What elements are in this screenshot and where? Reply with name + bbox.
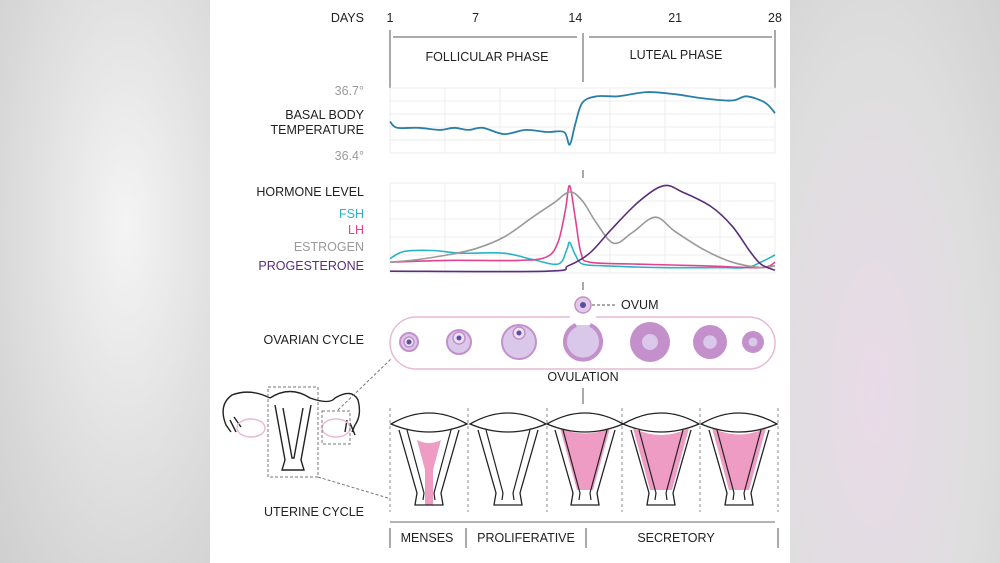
follicle-5 xyxy=(630,322,670,362)
progesterone-curve xyxy=(389,184,776,273)
uterus-fundus xyxy=(468,412,548,433)
day-tick-21: 21 xyxy=(668,11,682,25)
uterus-zoom-box xyxy=(267,386,319,478)
temp-label-line1: BASAL BODY xyxy=(285,108,364,122)
uterus-fundus xyxy=(621,412,701,433)
temperature-curve xyxy=(389,91,776,146)
menses-label: MENSES xyxy=(401,531,454,545)
uterus-cavity xyxy=(406,429,452,501)
left-ovary xyxy=(236,418,266,438)
day-tick-7: 7 xyxy=(472,11,479,25)
legend-estrogen: ESTROGEN xyxy=(294,240,364,254)
ovarian-cycle-label: OVARIAN CYCLE xyxy=(264,333,365,347)
uterus-outline xyxy=(477,429,539,506)
estrogen-curve xyxy=(389,191,776,269)
endometrium xyxy=(560,428,610,490)
follicles xyxy=(399,322,764,362)
uterus-outline xyxy=(630,429,692,506)
temp-label-line2: TEMPERATURE xyxy=(270,123,364,137)
proliferative-label: PROLIFERATIVE xyxy=(477,531,575,545)
follicle-2 xyxy=(446,329,472,355)
follicle-3 xyxy=(501,324,537,360)
uterus-stage-3 xyxy=(545,412,625,506)
phase-brackets xyxy=(389,30,776,88)
uterus-fundus xyxy=(545,412,625,433)
follicle-1 xyxy=(399,332,419,352)
uterus-stage-4 xyxy=(621,412,701,506)
hormone-level-label: HORMONE LEVEL xyxy=(256,185,364,199)
uterine-phase-dividers xyxy=(389,528,779,548)
uterus-fundus xyxy=(699,412,779,433)
capsule-gap xyxy=(570,312,596,322)
follicle-6 xyxy=(693,325,727,359)
uterus-cavity xyxy=(562,429,608,501)
uterus-outline xyxy=(708,429,770,506)
uterus-stage-1 xyxy=(389,412,469,506)
uterus-outline xyxy=(398,429,460,506)
uterine-stages xyxy=(389,408,779,512)
legend-progesterone: PROGESTERONE xyxy=(258,259,364,273)
ovum-nucleus xyxy=(580,302,586,308)
ovum xyxy=(574,296,617,314)
legend-fsh: FSH xyxy=(339,207,364,221)
follicular-phase-label: FOLLICULAR PHASE xyxy=(426,50,549,64)
day-ticks: 1 7 14 21 28 xyxy=(387,11,782,25)
day-tick-28: 28 xyxy=(768,11,782,25)
uterus-cavity xyxy=(485,429,531,501)
temperature-grid xyxy=(389,87,776,154)
uterus-stage-5 xyxy=(699,412,779,506)
blurred-background-right xyxy=(790,0,1000,563)
ovulation-label: OVULATION xyxy=(547,370,618,384)
luteal-phase-label: LUTEAL PHASE xyxy=(630,48,723,62)
ovum-label: OVUM xyxy=(621,298,659,312)
day-tick-1: 1 xyxy=(387,11,394,25)
uterus-outline xyxy=(554,429,616,506)
uterus-stage-2 xyxy=(468,412,548,506)
days-label: DAYS xyxy=(331,11,364,25)
secretory-label: SECRETORY xyxy=(637,531,715,545)
temp-min-label: 36.4° xyxy=(335,149,364,163)
day-tick-14: 14 xyxy=(568,11,582,25)
blurred-background-left xyxy=(0,0,210,563)
uterus-ovaries-illustration xyxy=(222,357,393,499)
endometrium xyxy=(633,428,689,490)
uterus-cavity xyxy=(716,429,762,501)
legend-lh: LH xyxy=(348,223,364,237)
uterus-cavity xyxy=(638,429,684,501)
uterus-fundus xyxy=(389,412,469,433)
endometrium xyxy=(712,428,766,490)
menstrual-flow xyxy=(417,440,441,505)
fsh-curve xyxy=(389,241,776,269)
temp-max-label: 36.7° xyxy=(335,84,364,98)
hormone-curves xyxy=(389,184,776,273)
follicle-4 xyxy=(563,323,603,362)
lh-curve xyxy=(389,184,776,269)
uterine-cycle-label: UTERINE CYCLE xyxy=(264,505,364,519)
ovary-zoom-box xyxy=(321,410,351,445)
follicle-7 xyxy=(742,331,764,353)
hormone-grid xyxy=(389,182,776,274)
